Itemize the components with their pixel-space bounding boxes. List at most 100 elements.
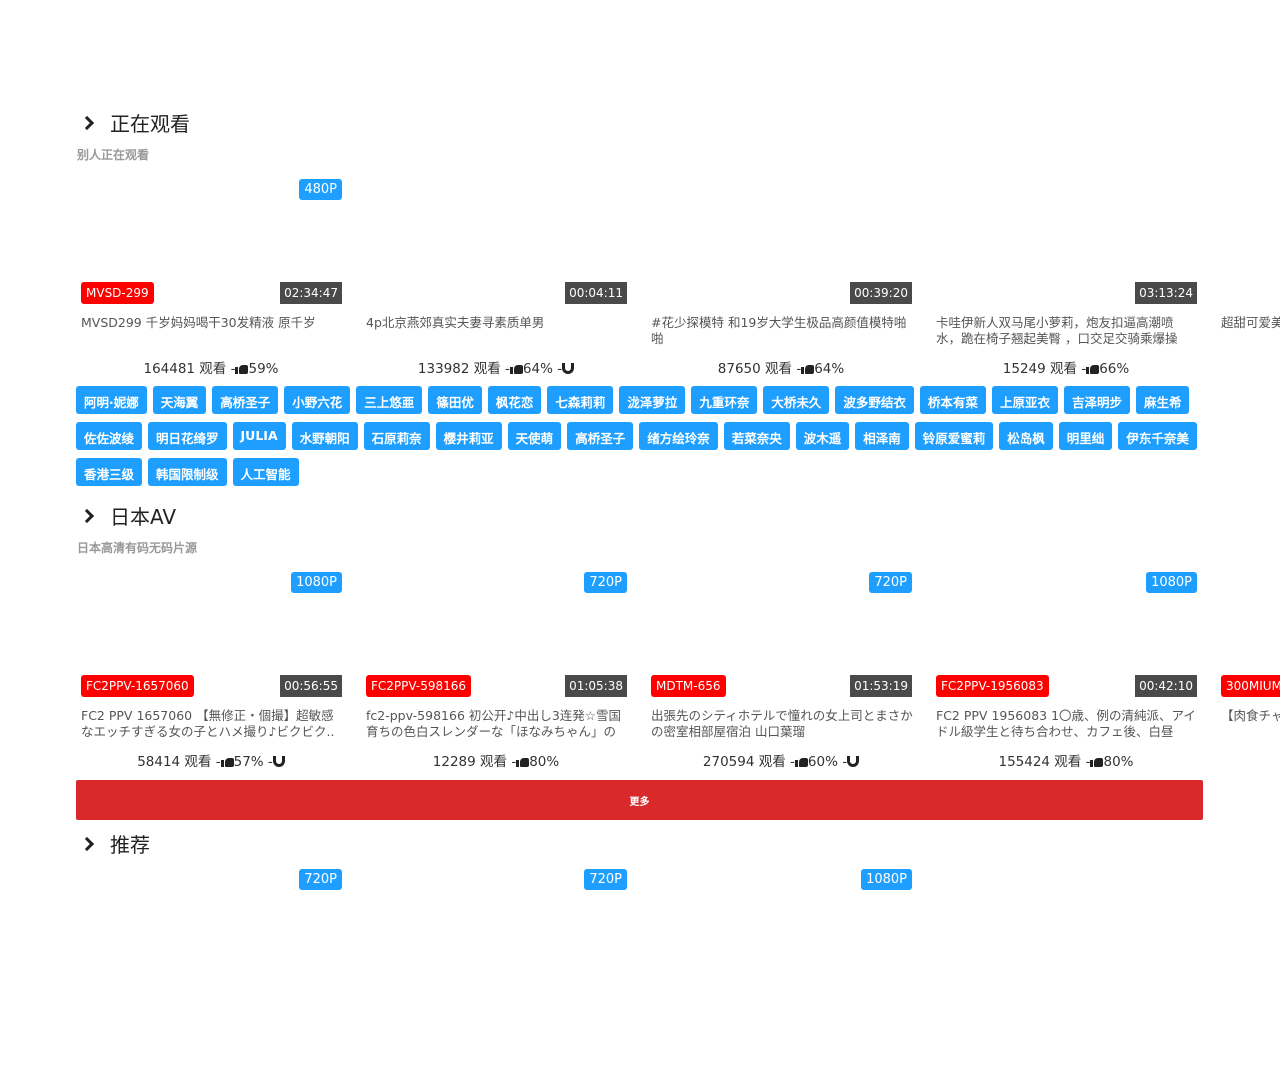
video-title[interactable]: #花少探模特 和19岁大学生极品高颜值模特啪啪	[651, 315, 907, 346]
section-title: 正在观看	[110, 112, 190, 136]
video-title[interactable]: MVSD299 千岁妈妈喝干30发精液 原千岁	[81, 315, 316, 330]
code-badge: FC2PPV-1956083	[936, 675, 1049, 697]
quality-badge: 720P	[584, 869, 627, 890]
view-count: 270594 观看	[702, 754, 786, 770]
video-title[interactable]: FC2 PPV 1956083 1〇歳、例の清純派、アイドル級学生と待ち合わせ、…	[936, 708, 1196, 739]
tag-button[interactable]: 伊东千奈美	[1118, 422, 1197, 450]
tag-button[interactable]: 吉泽明步	[1063, 386, 1130, 414]
section-header-japan-av[interactable]: 日本AV	[80, 501, 176, 530]
tag-button[interactable]: 九重环奈	[691, 386, 758, 414]
view-count: 87650 观看	[717, 361, 793, 377]
quality-badge: 1080P	[291, 572, 342, 593]
tag-button[interactable]: 麻生希	[1135, 386, 1190, 414]
tag-button[interactable]: 桥本有菜	[919, 386, 986, 414]
video-title[interactable]: 出張先のシティホテルで憧れの女上司とまさかの密室相部屋宿泊 山口葉瑠	[651, 708, 913, 739]
view-count: 58414 观看	[137, 754, 212, 770]
video-stats: 58414 观看 -57% -	[76, 750, 346, 770]
code-badge: MVSD-299	[81, 282, 154, 304]
quality-badge: 720P	[584, 572, 627, 593]
code-badge: MDTM-656	[651, 675, 726, 697]
view-count: 164481 观看	[143, 361, 227, 377]
code-badge: FC2PPV-598166	[366, 675, 472, 697]
thumbs-up-icon	[509, 362, 523, 374]
quality-badge: 1080P	[1146, 572, 1197, 593]
section-header-watching[interactable]: 正在观看	[80, 108, 190, 137]
tag-button[interactable]: 相泽南	[855, 422, 909, 450]
duration-badge: 01:53:19	[850, 675, 912, 697]
thumbs-up-icon	[220, 755, 234, 767]
tag-list: 阿明·妮娜天海翼高桥圣子小野六花三上悠亜篠田优枫花恋七森莉莉泷泽萝拉九重环奈大桥…	[76, 386, 1216, 486]
tag-button[interactable]: 波多野结衣	[835, 386, 914, 414]
tag-button[interactable]: 水野朝阳	[291, 422, 358, 450]
view-count: 12289 观看	[432, 754, 508, 770]
view-count: 155424 观看	[998, 754, 1082, 770]
tag-button[interactable]: JULIA	[232, 422, 286, 450]
video-stats: 15249 观看 -66%	[1002, 361, 1130, 377]
video-title[interactable]: fc2-ppv-598166 初公开♪中出し3连発☆雪国育ちの色白スレンダーな「…	[366, 708, 622, 739]
video-title[interactable]: 卡哇伊新人双马尾小萝莉，炮友扣逼高潮喷水，跪在椅子翘起美臀 ，口交足交骑乘爆操 …	[936, 315, 1178, 346]
tag-button[interactable]: 绪方绘玲奈	[639, 422, 718, 450]
tag-button[interactable]: 小野六花	[284, 386, 351, 414]
rating: 60%	[807, 754, 838, 770]
tag-button[interactable]: 明里绌	[1058, 422, 1113, 450]
tag-button[interactable]: 人工智能	[232, 458, 299, 486]
rating: 80%	[529, 754, 560, 770]
video-card[interactable]: 720P	[76, 866, 346, 1076]
chevron-right-icon	[80, 508, 96, 524]
video-card[interactable]: 720P	[361, 866, 631, 1076]
rating: 59%	[248, 361, 279, 377]
rating: 66%	[1099, 361, 1130, 377]
tag-button[interactable]: 波木遥	[795, 422, 850, 450]
video-title[interactable]: FC2 PPV 1657060 【無修正・個撮】超敏感なエッチすぎる女の子とハメ…	[81, 708, 335, 739]
video-card[interactable]: 超甜可爱美 裤的日常 3	[1216, 176, 1280, 386]
magnet-icon[interactable]	[847, 756, 860, 767]
view-count: 133982 观看	[417, 361, 501, 377]
tag-button[interactable]: 大桥未久	[763, 386, 830, 414]
tag-button[interactable]: 若菜奈央	[723, 422, 790, 450]
more-button[interactable]: 更多	[76, 780, 1203, 820]
tag-button[interactable]: 石原莉奈	[363, 422, 430, 450]
quality-badge: 720P	[299, 869, 342, 890]
tag-button[interactable]: 天海翼	[152, 386, 207, 414]
tag-button[interactable]: 篠田优	[428, 386, 482, 414]
video-title[interactable]: 超甜可爱美 裤的日常	[1221, 315, 1280, 330]
duration-badge: 02:34:47	[280, 282, 342, 304]
thumbs-up-icon	[801, 362, 815, 374]
video-stats: 3	[1216, 357, 1280, 373]
tag-button[interactable]: 香港三级	[76, 458, 143, 486]
tag-button[interactable]: 高桥圣子	[567, 422, 634, 450]
magnet-icon[interactable]	[562, 363, 575, 374]
tag-button[interactable]: 上原亚衣	[991, 386, 1058, 414]
tag-button[interactable]: 阿明·妮娜	[76, 386, 147, 414]
tag-button[interactable]: 松岛枫	[999, 422, 1053, 450]
tag-button[interactable]: 明日花绮罗	[148, 422, 227, 450]
tag-button[interactable]: 樱井莉亚	[435, 422, 502, 450]
video-title[interactable]: 【肉食チャ で働く8頭	[1221, 708, 1280, 723]
tag-button[interactable]: 三上悠亜	[356, 386, 423, 414]
tag-button[interactable]: 泷泽萝拉	[619, 386, 686, 414]
tag-button[interactable]: 枫花恋	[487, 386, 542, 414]
video-card[interactable]: 1080P	[646, 866, 916, 1076]
tag-button[interactable]: 韩国限制级	[148, 458, 227, 486]
section-header-recommended[interactable]: 推荐	[80, 829, 150, 858]
tag-button[interactable]: 天使萌	[507, 422, 562, 450]
thumbs-up-icon	[516, 755, 530, 767]
magnet-icon[interactable]	[272, 756, 285, 767]
tag-button[interactable]: 铃原爱蜜莉	[914, 422, 994, 450]
video-card[interactable]: 300MIUM-【肉食チャ で働く8頭	[1216, 569, 1280, 779]
tag-button[interactable]: 佐佐波绫	[76, 422, 143, 450]
tag-button[interactable]: 七森莉莉	[547, 386, 614, 414]
video-title[interactable]: 4p北京燕郊真实夫妻寻素质单男	[366, 315, 545, 330]
tag-button[interactable]: 高桥圣子	[212, 386, 279, 414]
video-stats: 12289 观看 -80%	[432, 754, 560, 770]
